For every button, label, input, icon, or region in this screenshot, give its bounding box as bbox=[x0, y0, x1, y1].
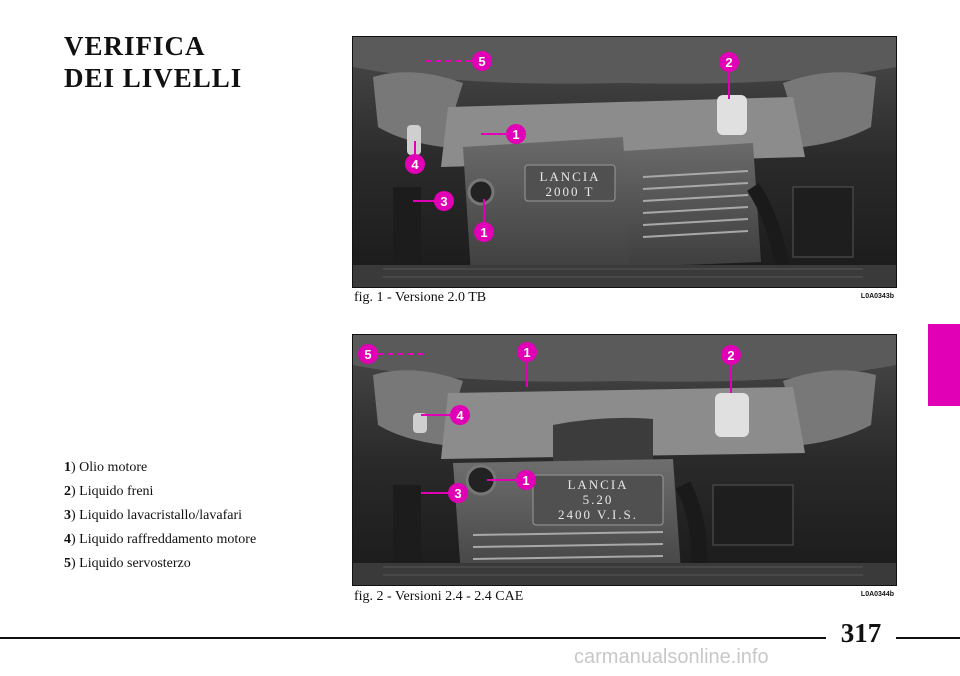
engine-photo-2-4: LANCIA 5.20 2400 V.I.S. 5 1 bbox=[352, 334, 897, 586]
legend-text: ) Liquido freni bbox=[71, 484, 154, 499]
title-line-2: DEI LIVELLI bbox=[64, 63, 243, 93]
legend-item: 1) Olio motore bbox=[64, 456, 256, 480]
marker-label: 3 bbox=[454, 486, 461, 501]
title-line-1: VERIFICA bbox=[64, 31, 206, 61]
legend-number: 4 bbox=[64, 532, 71, 547]
marker-1-bottom: 1 bbox=[474, 199, 494, 242]
figure-code: L0A0344b bbox=[860, 591, 894, 598]
figure-caption: fig. 2 - Versioni 2.4 - 2.4 CAE bbox=[354, 589, 524, 604]
marker-1-top: 1 bbox=[517, 342, 537, 387]
engine-plate-line-3: 2400 V.I.S. bbox=[558, 507, 638, 522]
marker-label: 5 bbox=[478, 54, 485, 69]
marker-3: 3 bbox=[413, 191, 454, 211]
section-tab bbox=[928, 324, 960, 406]
marker-label: 5 bbox=[364, 347, 371, 362]
marker-3: 3 bbox=[421, 483, 468, 503]
legend-number: 3 bbox=[64, 508, 71, 523]
legend-text: ) Liquido servosterzo bbox=[71, 556, 191, 571]
marker-label: 1 bbox=[523, 345, 530, 360]
legend-text: ) Liquido lavacristallo/lavafari bbox=[71, 508, 243, 523]
engine-plate-line-2: 5.20 bbox=[583, 492, 614, 507]
marker-label: 1 bbox=[522, 473, 529, 488]
engine-photo-2-0-tb: LANCIA 2000 T 5 2 1 4 bbox=[352, 36, 897, 288]
marker-label: 4 bbox=[411, 157, 419, 172]
marker-2: 2 bbox=[719, 52, 739, 99]
marker-1-top: 1 bbox=[481, 124, 526, 144]
legend-item: 4) Liquido raffreddamento motore bbox=[64, 528, 256, 552]
page-number: 317 bbox=[840, 618, 882, 648]
marker-4: 4 bbox=[421, 405, 470, 425]
marker-label: 1 bbox=[512, 127, 519, 142]
engine-plate-line-2: 2000 T bbox=[546, 184, 595, 199]
figure-caption: fig. 1 - Versione 2.0 TB bbox=[354, 290, 487, 305]
page-title: VERIFICA DEI LIVELLI bbox=[64, 30, 242, 94]
marker-1-bottom: 1 bbox=[487, 470, 536, 490]
engine-bay-illustration: LANCIA 2000 T 5 2 1 4 bbox=[353, 37, 896, 287]
marker-5: 5 bbox=[425, 51, 492, 71]
legend-number: 5 bbox=[64, 556, 71, 571]
marker-label: 2 bbox=[725, 55, 732, 70]
legend-number: 1 bbox=[64, 460, 71, 475]
legend-list: 1) Olio motore 2) Liquido freni 3) Liqui… bbox=[64, 456, 256, 576]
marker-label: 2 bbox=[727, 348, 734, 363]
marker-2: 2 bbox=[721, 345, 741, 393]
legend-text: ) Olio motore bbox=[71, 460, 148, 475]
engine-plate-line-1: LANCIA bbox=[567, 477, 628, 492]
legend-item: 2) Liquido freni bbox=[64, 480, 256, 504]
footer-rule bbox=[0, 637, 826, 639]
legend-text: ) Liquido raffreddamento motore bbox=[71, 532, 257, 547]
legend-item: 5) Liquido servosterzo bbox=[64, 552, 256, 576]
marker-label: 3 bbox=[440, 194, 447, 209]
watermark: carmanualsonline.info bbox=[574, 646, 769, 668]
marker-4: 4 bbox=[405, 141, 425, 174]
legend-number: 2 bbox=[64, 484, 71, 499]
marker-label: 1 bbox=[480, 225, 487, 240]
footer-rule bbox=[896, 637, 960, 639]
figure-code: L0A0343b bbox=[860, 293, 894, 300]
engine-plate-line-1: LANCIA bbox=[539, 169, 600, 184]
marker-5: 5 bbox=[358, 344, 425, 364]
marker-label: 4 bbox=[456, 408, 464, 423]
legend-item: 3) Liquido lavacristallo/lavafari bbox=[64, 504, 256, 528]
engine-bay-illustration: LANCIA 5.20 2400 V.I.S. 5 1 bbox=[353, 335, 896, 585]
